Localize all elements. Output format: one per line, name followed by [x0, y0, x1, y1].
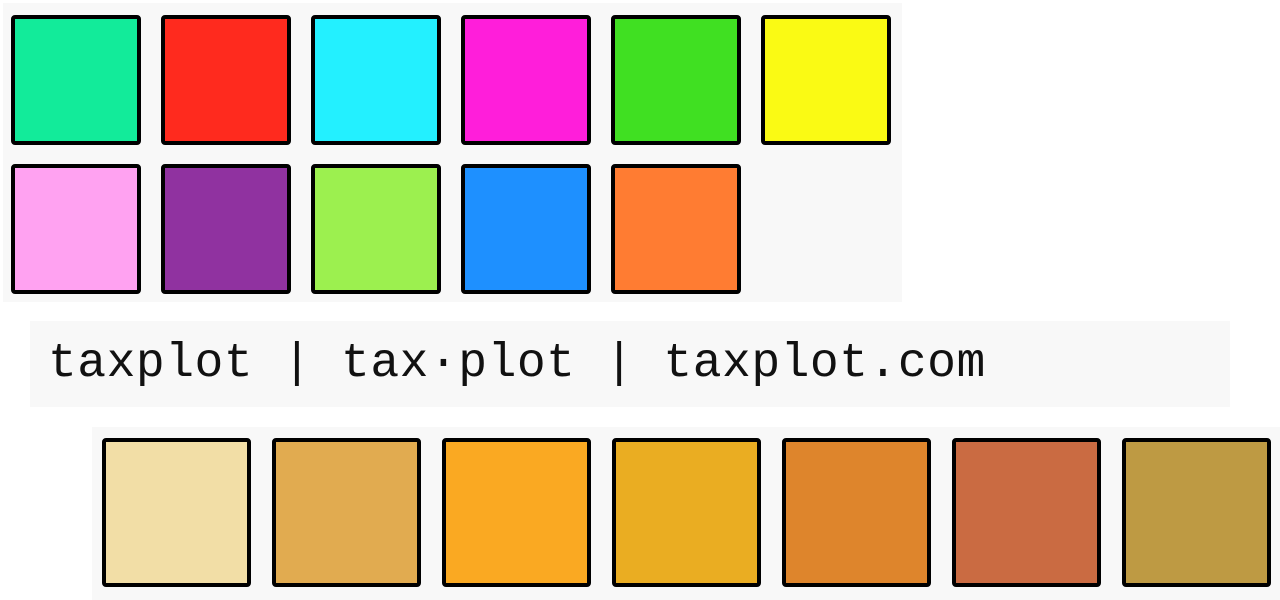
secondary-palette-panel: [92, 427, 1280, 600]
brand-name-variants: taxplot | tax·plot | taxplot.com: [48, 337, 986, 391]
swatch-secondary-2: [272, 438, 421, 587]
swatch-6: [761, 15, 891, 145]
swatch-secondary-4: [612, 438, 761, 587]
swatch-4: [461, 15, 591, 145]
swatch-2: [161, 15, 291, 145]
swatch-secondary-6: [952, 438, 1101, 587]
swatch-11: [611, 164, 741, 294]
swatch-3: [311, 15, 441, 145]
swatch-5: [611, 15, 741, 145]
swatch-1: [11, 15, 141, 145]
swatch-10: [461, 164, 591, 294]
primary-palette-panel: [3, 3, 902, 302]
swatch-9: [311, 164, 441, 294]
swatch-secondary-3: [442, 438, 591, 587]
swatch-8: [161, 164, 291, 294]
swatch-secondary-1: [102, 438, 251, 587]
swatch-secondary-7: [1122, 438, 1271, 587]
swatch-7: [11, 164, 141, 294]
swatch-secondary-5: [782, 438, 931, 587]
brand-name-panel: taxplot | tax·plot | taxplot.com: [30, 321, 1230, 407]
